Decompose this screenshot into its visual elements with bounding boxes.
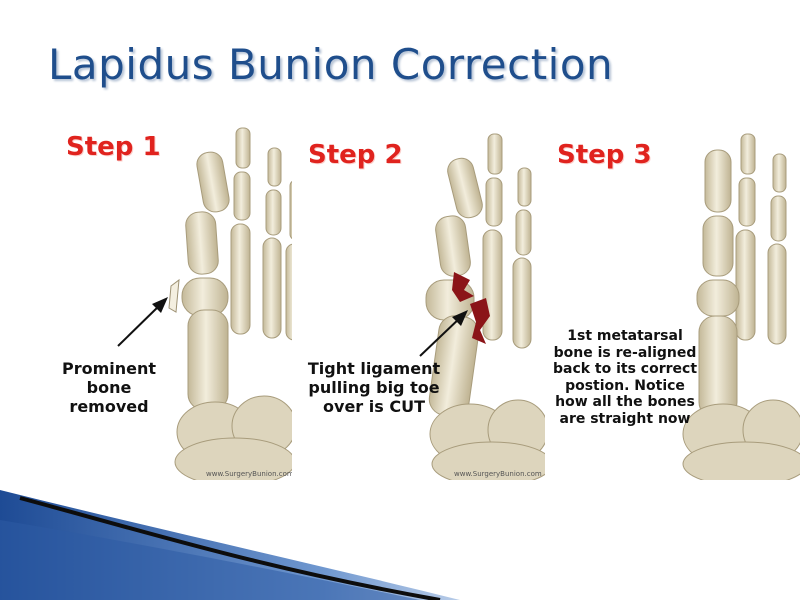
step-label: Step 2: [308, 140, 403, 170]
step-caption: Tight ligament pulling big toe over is C…: [307, 359, 441, 416]
foot-bones-illustration: [117, 127, 295, 480]
step-3-panel: Step 3 1st metatarsal bone is re-aligned…: [545, 120, 800, 480]
step-label: Step 3: [557, 140, 652, 170]
foot-bones-illustration: [419, 133, 547, 480]
step-label: Step 1: [66, 132, 161, 162]
foot-bones-illustration: [682, 133, 800, 480]
step-2-panel: Step 2 Tight ligament pulling big toe ov…: [292, 120, 547, 480]
decorative-swoosh: [0, 490, 460, 600]
watermark: www.SurgeryBunion.com: [454, 470, 542, 478]
step-1-panel: Step 1 Prominent bone removed www.Surger…: [40, 120, 295, 480]
watermark: www.SurgeryBunion.com: [206, 470, 294, 478]
step-caption: Prominent bone removed: [61, 359, 157, 416]
slide-title: Lapidus Bunion Correction: [48, 40, 614, 89]
step-caption: 1st metatarsal bone is re-aligned back t…: [552, 328, 698, 427]
cut-ligament: [452, 272, 490, 344]
